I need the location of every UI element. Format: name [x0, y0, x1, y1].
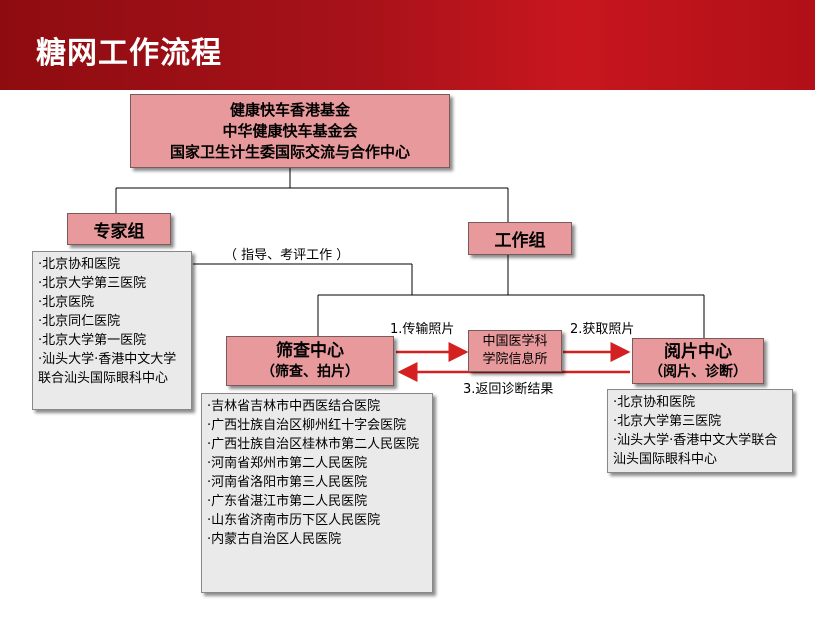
- list-item: ·广东省湛江市第二人民医院: [207, 494, 368, 509]
- list-item: ·河南省郑州市第二人民医院: [207, 456, 368, 471]
- reading-center-title: 阅片中心: [664, 341, 732, 362]
- work-group-box: 工作组: [468, 222, 572, 255]
- list-item: ·北京协和医院: [38, 257, 121, 272]
- screening-center-list: ·吉林省吉林市中西医结合医院 ·广西壮族自治区柳州红十字会医院 ·广西壮族自治区…: [201, 393, 433, 593]
- flow-step1-label: 1.传输照片: [390, 322, 455, 337]
- header-banner: 糖网工作流程: [0, 0, 815, 90]
- list-item: ·山东省济南市历下区人民医院: [207, 513, 381, 528]
- work-group-title: 工作组: [494, 231, 546, 251]
- list-item: ·河南省洛阳市第三人民医院: [207, 475, 368, 490]
- list-item: ·北京同仁医院: [38, 314, 121, 329]
- screening-center-title: 筛查中心: [276, 341, 344, 361]
- cams-line: 学院信息所: [482, 352, 548, 367]
- expert-group-list: ·北京协和医院 ·北京大学第三医院 ·北京医院 ·北京同仁医院 ·北京大学第一医…: [32, 251, 192, 410]
- flow-step2-label: 2.获取照片: [570, 322, 635, 337]
- reading-center-box: 阅片中心 （阅片、诊断）: [632, 338, 764, 384]
- screening-center-box: 筛查中心 （筛查、拍片）: [226, 336, 394, 386]
- guidance-label: （ 指导、考评工作 ）: [224, 248, 350, 263]
- list-item: ·广西壮族自治区柳州红十字会医院: [207, 418, 407, 433]
- page-title: 糖网工作流程: [36, 36, 222, 71]
- reading-center-list: ·北京协和医院 ·北京大学第三医院 ·汕头大学·香港中文大学联合汕头国际眼科中心: [607, 389, 793, 473]
- list-item: ·北京医院: [38, 295, 95, 310]
- list-item: ·北京大学第三医院: [38, 276, 147, 291]
- list-item: ·北京大学第三医院: [613, 414, 722, 429]
- screening-center-subtitle: （筛查、拍片）: [261, 364, 359, 380]
- top-box-line: 健康快车香港基金: [229, 100, 350, 119]
- reading-center-subtitle: （阅片、诊断）: [649, 363, 747, 380]
- top-organization-box: 健康快车香港基金 中华健康快车基金会 国家卫生计生委国际交流与合作中心: [130, 94, 450, 168]
- list-item: ·内蒙古自治区人民医院: [207, 532, 342, 547]
- list-item: ·北京大学第一医院: [38, 333, 147, 348]
- expert-group-box: 专家组: [67, 213, 171, 245]
- top-box-line: 中华健康快车基金会: [222, 121, 358, 140]
- list-item: ·吉林省吉林市中西医结合医院: [207, 399, 381, 414]
- list-item: ·汕头大学·香港中文大学联合汕头国际眼科中心: [613, 433, 778, 467]
- flow-step3-label: 3.返回诊断结果: [463, 382, 554, 397]
- list-item: ·广西壮族自治区桂林市第二人民医院: [207, 437, 420, 452]
- list-item: ·汕头大学·香港中文大学联合汕头国际眼科中心: [38, 352, 177, 386]
- cams-line: 中国医学科: [482, 334, 548, 349]
- list-item: ·北京协和医院: [613, 395, 696, 410]
- cams-info-box: 中国医学科 学院信息所: [468, 330, 562, 372]
- expert-group-title: 专家组: [93, 221, 145, 242]
- top-box-line: 国家卫生计生委国际交流与合作中心: [169, 142, 410, 161]
